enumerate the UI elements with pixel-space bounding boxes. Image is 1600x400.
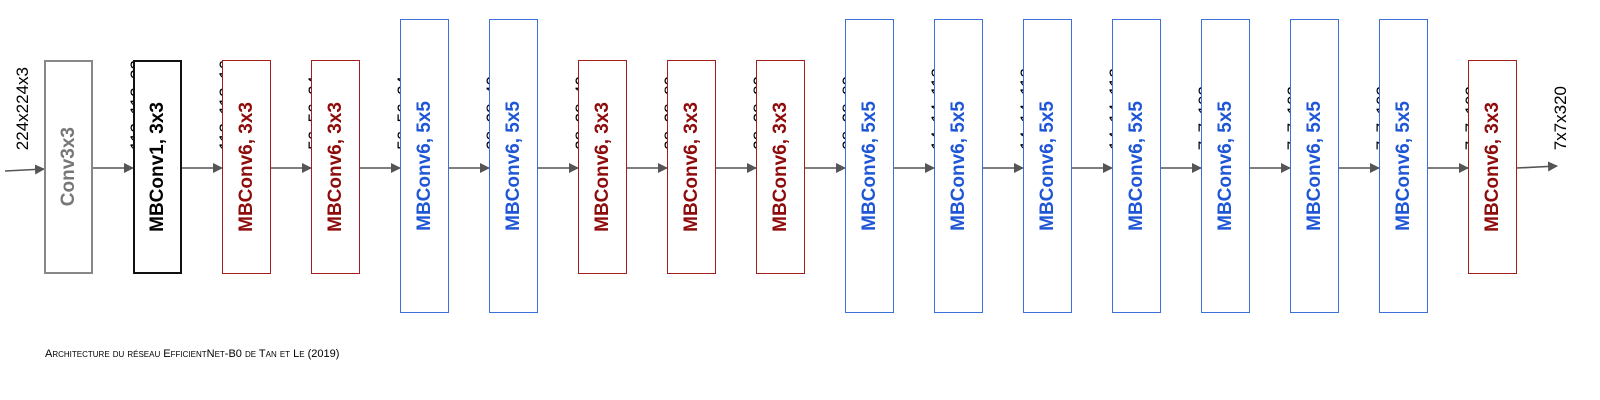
layer-block: MBConv6, 5x5: [1201, 19, 1250, 313]
layer-label: MBConv6, 5x5: [1392, 101, 1414, 231]
layer-block: MBConv6, 3x3: [1468, 60, 1517, 274]
input-arrow: [4, 164, 45, 175]
output-shape-label: 7x7x320: [1551, 85, 1570, 150]
layer-label: MBConv6, 5x5: [1125, 101, 1147, 231]
layer-label: MBConv6, 3x3: [235, 102, 257, 232]
layer-block: MBConv6, 5x5: [489, 19, 538, 313]
layer-block: MBConv6, 3x3: [667, 60, 716, 274]
figure-caption: Architecture du réseau EfficientNet-B0 d…: [45, 348, 340, 360]
layer-label: MBConv6, 5x5: [947, 101, 969, 231]
layer-block: MBConv6, 5x5: [1112, 19, 1161, 313]
layer-label: MBConv6, 3x3: [680, 102, 702, 232]
layer-label: MBConv6, 5x5: [413, 101, 435, 231]
layer-label: MBConv6, 3x3: [769, 102, 791, 232]
layer-block: MBConv6, 5x5: [1379, 19, 1428, 313]
layer-block: MBConv6, 5x5: [934, 19, 983, 313]
layer-block: MBConv6, 5x5: [1023, 19, 1072, 313]
layer-label: MBConv6, 3x3: [324, 102, 346, 232]
layer-label: MBConv6, 5x5: [502, 101, 524, 231]
layer-block: MBConv6, 3x3: [756, 60, 805, 274]
layer-label: MBConv6, 5x5: [1036, 101, 1058, 231]
layer-label: MBConv6, 5x5: [1303, 101, 1325, 231]
input-shape-label: 224x224x3: [13, 66, 32, 150]
layer-label: MBConv6, 5x5: [858, 101, 880, 231]
layer-label: MBConv1, 3x3: [146, 102, 168, 232]
layer-label: Conv3x3: [57, 127, 79, 207]
connection-arrow: [1516, 161, 1558, 172]
layer-block: MBConv6, 5x5: [400, 19, 449, 313]
layer-block: MBConv6, 3x3: [222, 60, 271, 274]
layer-label: MBConv6, 3x3: [591, 102, 613, 232]
layer-block: Conv3x3: [44, 60, 93, 274]
layer-label: MBConv6, 3x3: [1481, 102, 1503, 232]
layer-label: MBConv6, 5x5: [1214, 101, 1236, 231]
layer-block: MBConv6, 3x3: [311, 60, 360, 274]
layer-block: MBConv6, 3x3: [578, 60, 627, 274]
layer-block: MBConv1, 3x3: [133, 60, 182, 274]
layer-block: MBConv6, 5x5: [845, 19, 894, 313]
layer-block: MBConv6, 5x5: [1290, 19, 1339, 313]
